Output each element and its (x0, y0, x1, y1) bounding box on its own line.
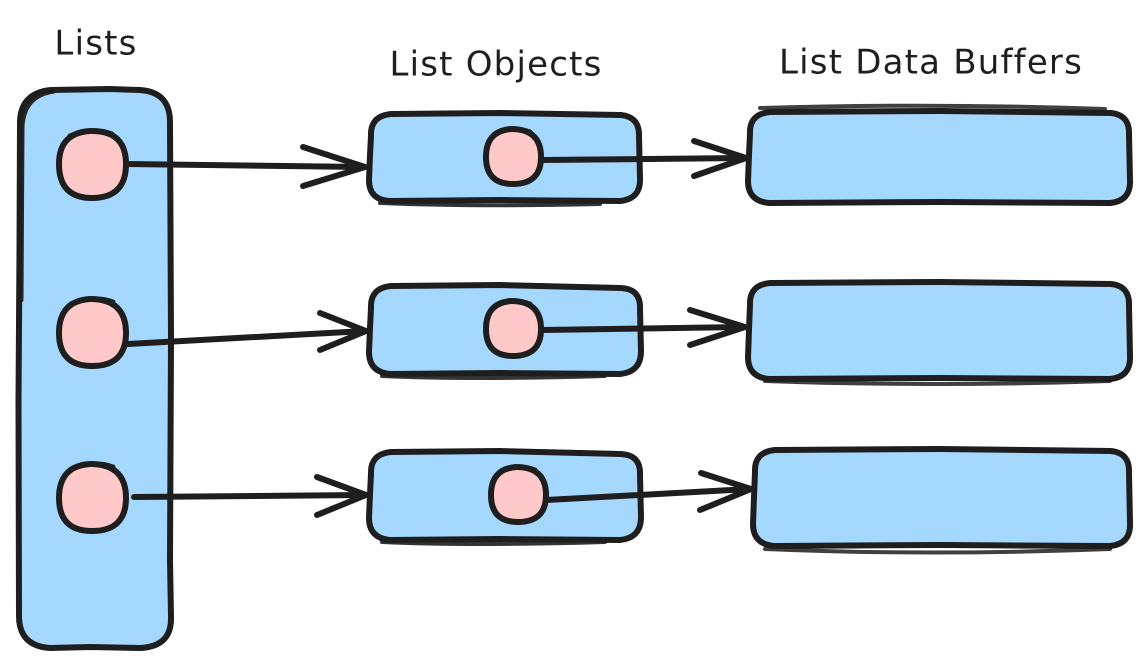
list-data-buffer-3-sketch-overstroke (763, 547, 1112, 555)
arrow-shaft (131, 492, 368, 500)
arrow-shaft (125, 328, 368, 347)
arrow-list-pointer-3-to-list-object-3 (131, 474, 369, 518)
arrow-head (317, 310, 369, 353)
column-label-list-objects: List Objects (389, 45, 602, 85)
list-object-3-outline (366, 448, 644, 543)
list-object-3-sketch-overstroke (380, 540, 607, 546)
list-pointer-3[interactable] (56, 461, 129, 534)
arrow-object-pointer-3-to-data-buffer-3 (543, 470, 754, 513)
arrow-shaft (123, 161, 367, 170)
object-pointer-2[interactable] (483, 298, 544, 359)
list-object-1-outline (366, 110, 644, 204)
arrow-shaft (538, 155, 748, 163)
list-data-buffer-1[interactable] (745, 103, 1134, 206)
object-pointer-3-sketch-overstroke (498, 464, 538, 474)
arrow-head (314, 474, 369, 518)
list-pointer-1[interactable] (56, 128, 129, 201)
object-pointer-3-outline (488, 464, 549, 525)
list-data-buffer-1-fill (748, 112, 1129, 202)
object-pointer-2-sketch-overstroke (493, 298, 533, 308)
list-pointer-1-outline (56, 128, 129, 201)
object-pointer-2-outline (483, 298, 544, 359)
list-pointer-2-fill (60, 299, 126, 365)
object-pointer-1-fill (487, 129, 541, 183)
list-pointer-3-fill (60, 464, 126, 530)
arrow-object-pointer-2-to-data-buffer-2 (538, 307, 748, 348)
arrow-head (697, 470, 754, 513)
list-data-buffer-2-sketch-overstroke (763, 379, 1112, 386)
arrow-head (691, 138, 749, 179)
lists-container-sketch-overstroke (18, 88, 57, 303)
list-data-buffer-3-fill (753, 450, 1129, 545)
list-data-buffer-1-outline (745, 108, 1134, 206)
list-object-2-outline (366, 282, 644, 377)
list-pointer-2-outline (56, 296, 129, 369)
object-pointer-1-outline (483, 126, 544, 187)
arrow-object-pointer-1-to-data-buffer-1 (538, 138, 749, 179)
object-pointer-3[interactable] (488, 464, 549, 525)
column-label-list-data-buffers: List Data Buffers (779, 43, 1083, 83)
object-pointer-3-fill (492, 467, 546, 521)
arrow-list-pointer-1-to-list-object-1 (123, 144, 368, 189)
list-data-buffer-2-fill (748, 283, 1129, 378)
arrow-head (300, 144, 368, 189)
arrow-head (687, 307, 748, 348)
list-pointer-1-sketch-overstroke (67, 128, 115, 139)
arrow-shaft (543, 486, 753, 503)
list-data-buffer-3[interactable] (750, 446, 1134, 555)
arrow-shaft (538, 324, 747, 333)
object-pointer-1[interactable] (483, 126, 544, 187)
arrow-list-pointer-2-to-list-object-2 (125, 310, 369, 353)
list-data-buffer-2[interactable] (745, 279, 1134, 386)
column-label-lists: Lists (54, 24, 137, 64)
list-pointer-2[interactable] (56, 296, 129, 369)
list-pointer-3-outline (56, 461, 129, 534)
list-object-1-sketch-overstroke (378, 201, 602, 208)
list-data-buffer-3-outline (750, 446, 1134, 549)
list-pointer-1-fill (60, 131, 126, 197)
list-data-buffer-1-sketch-overstroke (758, 103, 1107, 111)
list-data-buffer-2-outline (745, 279, 1134, 382)
object-pointer-1-sketch-overstroke (493, 126, 533, 136)
list-pointer-3-sketch-overstroke (68, 461, 116, 472)
list-pointer-2-sketch-overstroke (68, 296, 116, 307)
object-pointer-2-fill (487, 301, 541, 355)
list-object-2-sketch-overstroke (380, 374, 607, 380)
